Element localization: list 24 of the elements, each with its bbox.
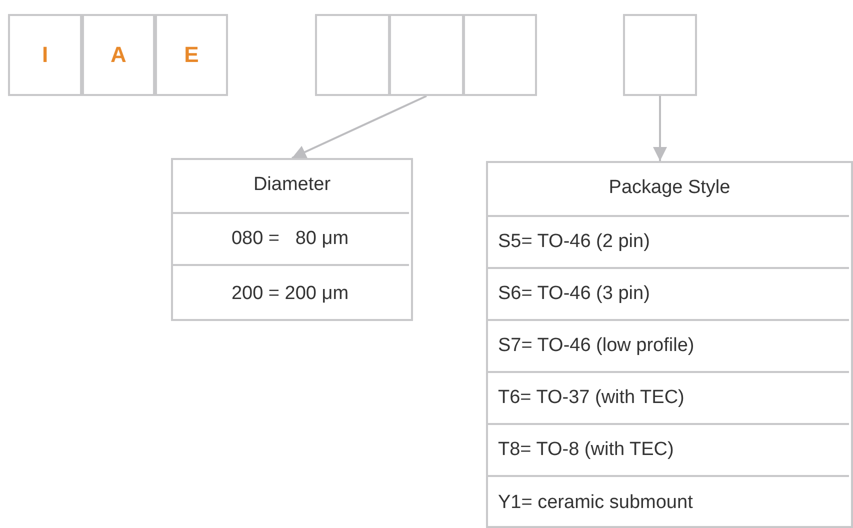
cell-text: S6= TO-46 (3 pin) — [497, 283, 650, 305]
cell-text: S7= TO-46 (low profile) — [497, 335, 694, 357]
code-letter: I — [40, 42, 50, 68]
table-header: Package Style — [608, 177, 732, 199]
code-slot-box — [389, 14, 464, 96]
code-slot-box — [623, 14, 697, 96]
code-letter: E — [183, 42, 200, 68]
code-letter-box — [155, 14, 228, 96]
cell-text: Y1= ceramic submount — [497, 492, 693, 514]
table-box — [486, 161, 853, 528]
table-box — [171, 158, 413, 321]
cell-text: T6= TO-37 (with TEC) — [497, 387, 684, 409]
cell-text: T8= TO-8 (with TEC) — [497, 439, 674, 461]
code-slot-box — [463, 14, 537, 96]
code-slot-box — [315, 14, 390, 96]
code-letter-box — [82, 14, 155, 96]
table-header: Diameter — [252, 174, 332, 196]
arrow — [292, 95, 427, 159]
cell-text: S5= TO-46 (2 pin) — [497, 231, 650, 253]
cell-text: 200 = 200 μm — [230, 282, 350, 304]
cell-text: 080 = 80 μm — [230, 228, 350, 250]
arrow — [653, 96, 667, 161]
code-letter: A — [110, 42, 128, 68]
code-letter-box — [8, 14, 82, 96]
